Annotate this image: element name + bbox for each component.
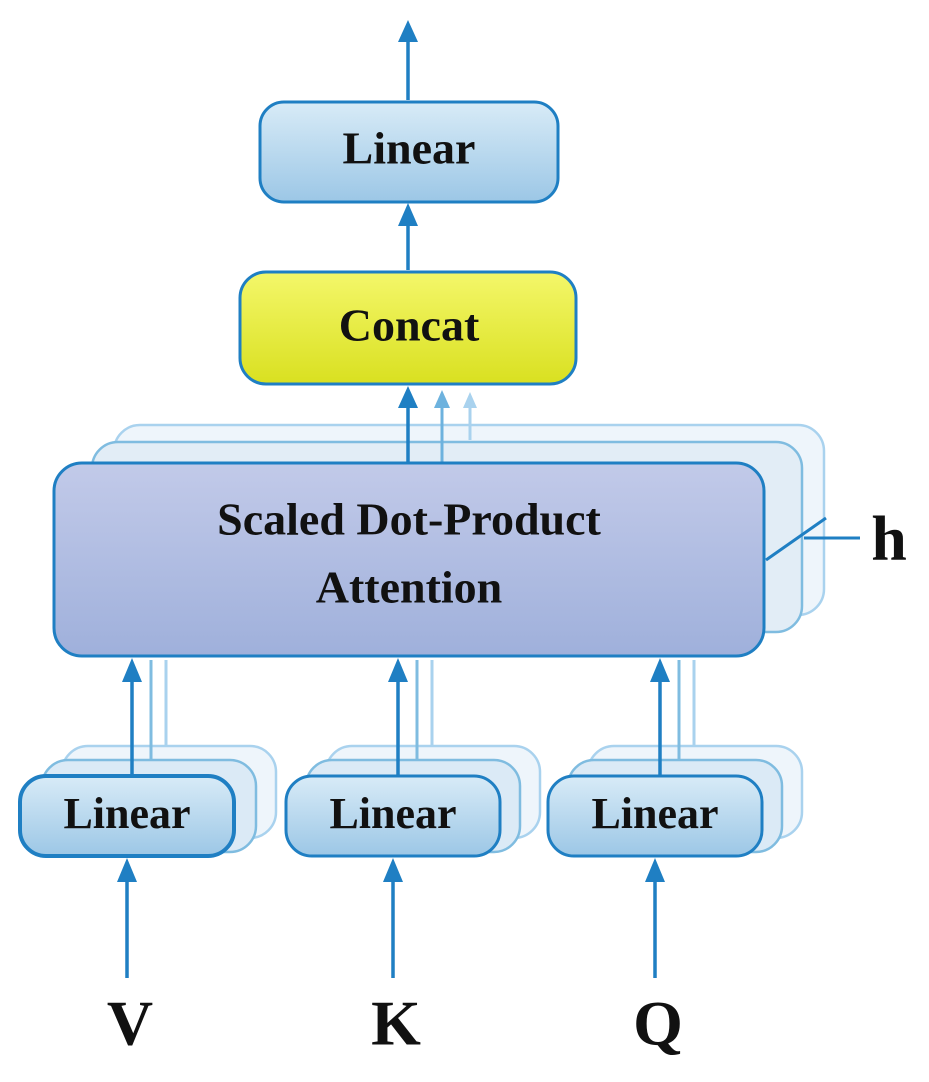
output-linear-label: Linear — [343, 123, 476, 174]
k-linear-label: Linear — [329, 789, 456, 838]
attention-box: Scaled Dot-Product Attention — [52, 461, 766, 658]
concat-to-linear-arrow — [398, 203, 418, 270]
concat-box: Concat — [238, 270, 578, 386]
heads-label: h — [871, 503, 907, 574]
q-input-label: Q — [633, 988, 683, 1059]
output-arrow — [398, 20, 418, 100]
attention-to-concat-arrows — [398, 386, 477, 462]
v-to-attention-arrows — [122, 658, 168, 776]
output-linear-box: Linear — [258, 100, 560, 204]
q-linear-label: Linear — [591, 789, 718, 838]
attention-label-line1: Scaled Dot-Product — [217, 494, 601, 545]
heads-indicator: h — [765, 503, 907, 574]
v-linear-box: Linear — [18, 774, 236, 858]
q-linear-box: Linear — [546, 774, 764, 858]
q-to-attention-arrows — [650, 658, 696, 776]
v-linear-label: Linear — [63, 789, 190, 838]
k-input-arrow — [383, 858, 403, 978]
attention-label-line2: Attention — [316, 562, 503, 613]
k-to-attention-arrows — [388, 658, 434, 776]
v-input-arrow — [117, 858, 137, 978]
concat-label: Concat — [339, 300, 480, 351]
v-input-label: V — [107, 988, 153, 1059]
k-linear-box: Linear — [284, 774, 502, 858]
k-input-label: K — [371, 988, 421, 1059]
q-input-arrow — [645, 858, 665, 978]
